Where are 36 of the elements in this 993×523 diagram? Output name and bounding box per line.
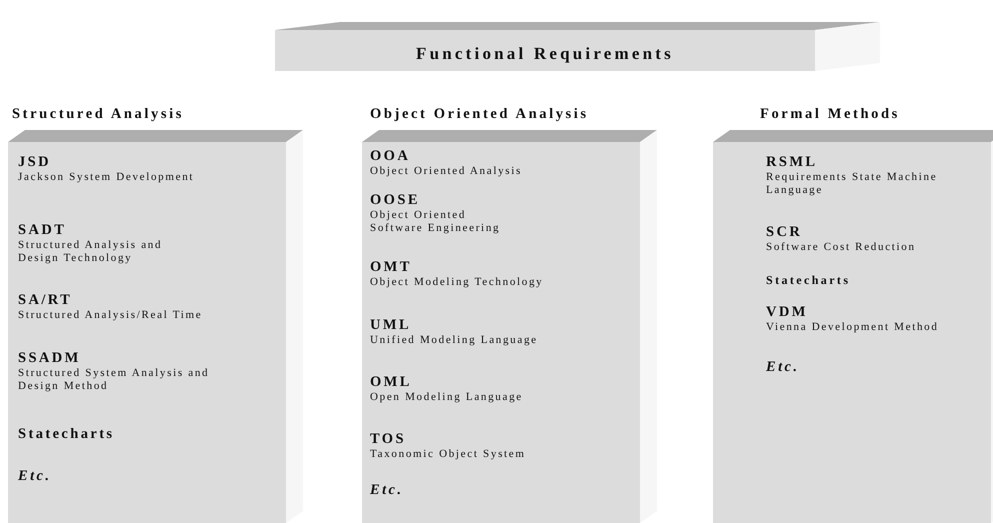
method-description: Object Modeling Technology <box>370 276 544 289</box>
method-name: OOA <box>370 148 412 165</box>
method-name: SADT <box>18 222 68 239</box>
method-name: SCR <box>766 224 804 241</box>
method-name: Etc. <box>370 482 404 499</box>
method-description: Structured System Analysis and Design Method <box>18 367 210 393</box>
method-name: SA/RT <box>18 292 74 309</box>
category-panel <box>275 30 815 71</box>
method-description: Requirements State Machine Language <box>766 171 938 197</box>
method-name: VDM <box>766 304 809 321</box>
column-heading: Object Oriented Analysis <box>370 106 589 123</box>
method-name: OML <box>370 374 413 391</box>
method-name: UML <box>370 317 412 334</box>
method-name: JSD <box>18 154 52 171</box>
method-name: OMT <box>370 259 413 276</box>
method-description: Software Cost Reduction <box>766 241 917 254</box>
column-heading: Structured Analysis <box>12 106 184 123</box>
method-description: Unified Modeling Language <box>370 334 539 347</box>
method-name: Etc. <box>18 468 52 485</box>
method-name: SSADM <box>18 350 82 367</box>
method-name: Statecharts <box>18 426 116 443</box>
column-heading: Formal Methods <box>760 106 900 123</box>
method-description: Jackson System Development <box>18 171 196 184</box>
method-name: RSML <box>766 154 818 171</box>
method-name: TOS <box>370 431 407 448</box>
method-description: Object Oriented Analysis <box>370 165 523 178</box>
method-name: Etc. <box>766 359 800 376</box>
method-name: Statecharts <box>766 272 852 289</box>
method-description: Vienna Development Method <box>766 321 940 334</box>
method-description: Structured Analysis and Design Technology <box>18 239 164 265</box>
method-description: Structured Analysis/Real Time <box>18 309 204 322</box>
method-description: Open Modeling Language <box>370 391 524 404</box>
title-text: Functional Requirements <box>415 44 675 64</box>
method-description: Object Oriented Software Engineering <box>370 209 502 235</box>
method-name: OOSE <box>370 192 421 209</box>
method-description: Taxonomic Object System <box>370 448 527 461</box>
